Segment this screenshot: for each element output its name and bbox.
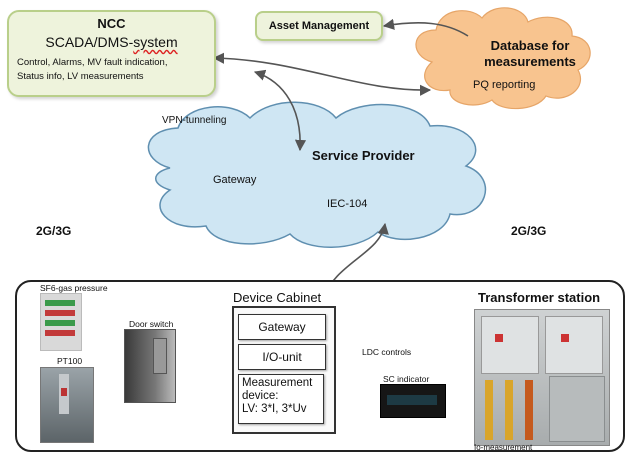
service-provider-cloud	[147, 101, 487, 248]
service-provider-protocol: IEC-104	[327, 198, 368, 210]
door-switch-label: Door switch	[129, 319, 174, 329]
ncc-box: NCC SCADA/DMS-system Control, Alarms, MV…	[7, 10, 216, 97]
device-cabinet-title: Device Cabinet	[233, 290, 322, 305]
service-provider-gateway: Gateway	[213, 174, 257, 186]
measurement-line-1: Measurement	[242, 377, 313, 389]
vpn-tunneling-label: VPN-tunneling	[162, 115, 227, 126]
io-measurement-label: Io-measurement	[474, 443, 533, 452]
sf6-sensor-photo	[40, 293, 82, 351]
network-label-left: 2G/3G	[36, 224, 72, 238]
measurement-line-3: LV: 3*I, 3*Uv	[242, 403, 307, 415]
sc-indicator-label: SC indicator	[383, 374, 430, 384]
service-provider-title: Service Provider	[312, 148, 415, 163]
cabinet-io-unit: I/O-unit	[238, 344, 326, 370]
asset-management-box: Asset Management	[255, 11, 383, 41]
ncc-line-1: Control, Alarms, MV fault indication,	[17, 57, 168, 68]
transformer-station-photo	[474, 309, 610, 446]
ncc-subtitle-part-2: system	[133, 34, 178, 50]
sc-indicator-photo	[380, 384, 446, 418]
ncc-title: NCC	[97, 16, 126, 31]
ldc-controls-label: LDC controls	[362, 347, 412, 357]
pq-reporting: PQ reporting	[473, 79, 536, 91]
door-switch-photo	[124, 329, 176, 403]
database-cloud	[415, 7, 591, 110]
cabinet-gateway: Gateway	[238, 314, 326, 340]
network-label-right: 2G/3G	[511, 224, 547, 238]
cabinet-measurement-device: Measurement device: LV: 3*I, 3*Uv	[238, 374, 324, 424]
pt100-sensor-photo	[40, 367, 94, 443]
transformer-station-title: Transformer station	[478, 290, 601, 305]
database-title: Database for measurements	[484, 38, 576, 69]
pt100-label: PT100	[57, 356, 83, 366]
measurement-line-2: device:	[242, 390, 279, 402]
ncc-subtitle-part-1: SCADA/DMS-	[45, 34, 134, 50]
sf6-label: SF6-gas pressure	[40, 283, 108, 293]
ncc-subtitle: SCADA/DMS-system	[9, 34, 214, 50]
ncc-line-2: Status info, LV measurements	[17, 71, 144, 82]
